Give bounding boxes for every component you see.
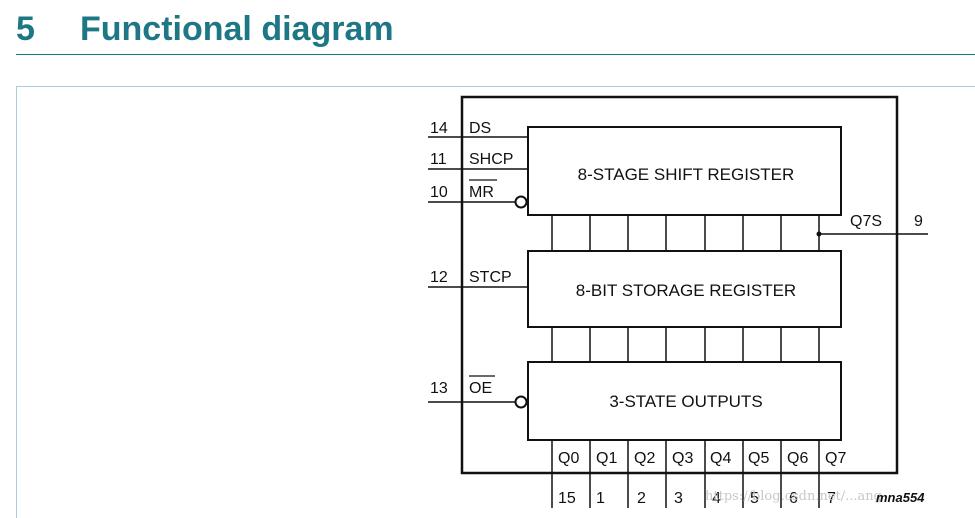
pin-mr-number: 10 [430, 184, 448, 201]
output-label-q1: Q1 [596, 450, 617, 467]
section-title: Functional diagram [80, 9, 394, 48]
pin-q7s-label: Q7S [850, 213, 882, 230]
output-pin-q2: 2 [637, 490, 646, 507]
shift-register-block [527, 126, 842, 216]
output-label-q0: Q0 [558, 450, 579, 467]
figure-frame-top [16, 86, 975, 87]
pin-ds: 14 DS [428, 120, 528, 138]
pin-shcp-number: 11 [430, 151, 447, 168]
output-pin-q4: 4 [712, 490, 721, 507]
output-label-q7: Q7 [825, 450, 846, 467]
output-pin-q3: 3 [674, 490, 683, 507]
pin-stcp-number: 12 [430, 269, 448, 286]
figure-frame-left [16, 86, 17, 518]
oe-inversion-bubble [514, 395, 528, 409]
output-pin-q0: 15 [558, 490, 576, 507]
output-pin-q5: 5 [750, 490, 759, 507]
pin-ds-label: DS [469, 120, 491, 137]
package-outline [460, 95, 899, 475]
output-labels: Q0 Q1 Q2 Q3 Q4 Q5 Q6 Q7 [558, 450, 846, 467]
output-leads [551, 440, 820, 508]
section-number: 5 [16, 9, 35, 48]
pin-mr: 10 MR [428, 179, 528, 209]
figure-id: mna554 [876, 490, 925, 505]
pin-q7s-number: 9 [914, 213, 923, 230]
output-pin-numbers: 15 1 2 3 4 5 6 7 [558, 490, 836, 507]
output-label-q4: Q4 [710, 450, 731, 467]
storage-register-label: 8-BIT STORAGE REGISTER [576, 281, 796, 300]
output-pin-q1: 1 [596, 490, 605, 507]
bus-storage-to-outputs [551, 327, 820, 362]
bus-shift-to-storage [551, 215, 820, 251]
storage-register-block [527, 250, 842, 328]
pin-shcp-label: SHCP [469, 151, 513, 168]
section-heading: 5 Functional diagram [16, 6, 394, 52]
pin-q7s: Q7S 9 [816, 213, 928, 237]
pin-mr-label: MR [469, 184, 494, 201]
pin-ds-number: 14 [430, 120, 448, 137]
outputs-label: 3-STATE OUTPUTS [609, 392, 762, 411]
output-label-q3: Q3 [672, 450, 693, 467]
output-pin-q7: 7 [827, 490, 836, 507]
pin-oe: 13 OE [428, 375, 528, 409]
pin-oe-number: 13 [430, 380, 448, 397]
q7s-junction-dot [816, 231, 822, 237]
pin-stcp-label: STCP [469, 269, 512, 286]
pin-shcp: 11 SHCP [428, 151, 528, 170]
heading-rule [16, 54, 975, 55]
output-label-q6: Q6 [787, 450, 808, 467]
pin-stcp: 12 STCP [428, 269, 528, 288]
pin-oe-label: OE [469, 380, 492, 397]
output-label-q5: Q5 [748, 450, 769, 467]
watermark: https://blog.csdn.net/...ang [705, 489, 882, 504]
shift-register-label: 8-STAGE SHIFT REGISTER [578, 165, 795, 184]
output-pin-q6: 6 [789, 490, 798, 507]
mr-inversion-bubble [514, 195, 528, 209]
outputs-block [527, 361, 842, 441]
output-label-q2: Q2 [634, 450, 655, 467]
